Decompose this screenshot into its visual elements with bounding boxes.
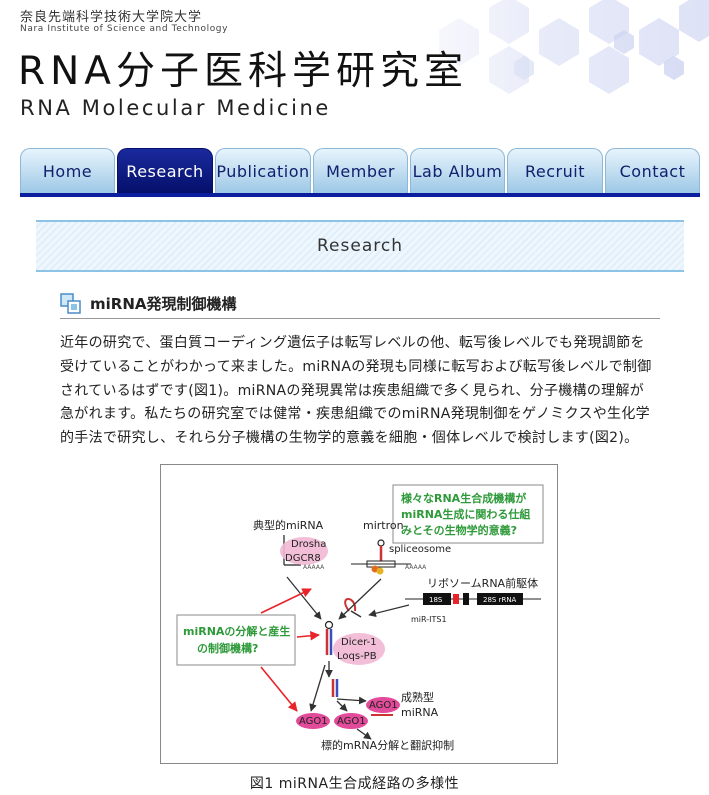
arrow-to-target: [356, 728, 372, 740]
university-name-en: Nara Institute of Science and Technology: [20, 24, 229, 34]
rrna-58s-block: [463, 593, 469, 605]
nav-tab-label: Lab Album: [412, 162, 503, 181]
site-header: 奈良先端科学技術大学院大学 Nara Institute of Science …: [0, 0, 709, 140]
arrow-to-ago-right: [336, 696, 367, 705]
label-aaaaa-1: AAAAA: [303, 564, 325, 571]
section-title: miRNA発現制御機構: [90, 295, 237, 313]
question-box-top: [392, 484, 544, 544]
nav-tab-label: Recruit: [525, 162, 585, 181]
paragraph-line: 急がれます。私たちの研究室では健常・疾患組織でのmiRNA発現制御をゲノミクスや…: [60, 406, 650, 423]
label-canonical-mirna: 典型的miRNA: [253, 518, 324, 532]
dicer-blob: [333, 633, 385, 665]
page-banner: Research: [36, 220, 684, 272]
nav-tab-label: Contact: [619, 162, 686, 181]
red-arrow-mid: [296, 631, 320, 641]
lab-name-jp: RNA分子医科学研究室: [18, 49, 468, 94]
label-dgcr8: DGCR8: [285, 553, 321, 564]
its1-loop: [344, 598, 357, 612]
arrow-mirtron-to-pre: [338, 578, 382, 620]
nav-tab-publication[interactable]: Publication: [215, 148, 311, 193]
pre-mirna-loop: [324, 620, 334, 630]
nav-tab-home[interactable]: Home: [20, 148, 115, 193]
question-box-top-line3: みとその生物学的意義?: [401, 523, 517, 537]
page-title: Research: [317, 236, 403, 256]
section-divider: [60, 318, 660, 319]
its1-loop-tail: [350, 610, 362, 618]
question-box-left-line2: の制御機構?: [197, 641, 258, 655]
nav-underline: [20, 193, 700, 197]
mirna-pathway-diagram: 様々なRNA生合成機構が miRNA生成に関わる仕組 みとその生物学的意義? 典…: [176, 484, 544, 752]
paragraph-line: 的手法で研究し、それら分子機構の生物学的意義を細胞・個体レベルで検討します(図2…: [60, 430, 639, 447]
nav-tab-research[interactable]: Research: [117, 148, 213, 193]
rrna-18s-block: [423, 593, 451, 605]
figure-caption: 図1 miRNA生合成経路の多様性: [249, 776, 460, 792]
nav-tab-lab-album[interactable]: Lab Album: [410, 148, 505, 193]
arrow-to-ago-left: [309, 664, 326, 712]
label-ago1-center: AGO1: [337, 716, 366, 727]
main-nav: Home Research Publication Member Lab Alb…: [20, 148, 700, 197]
label-dicer: Dicer-1: [341, 637, 377, 648]
nav-tab-label: Publication: [216, 162, 310, 181]
figure-mirna-biogenesis: 様々なRNA生合成機構が miRNA生成に関わる仕組 みとその生物学的意義? 典…: [160, 464, 558, 764]
label-rrna-precursor: リボソームRNA前駆体: [427, 576, 538, 590]
label-spliceosome: spliceosome: [389, 544, 451, 555]
paragraph-line: 近年の研究で、蛋白質コーディング遺伝子は転写レベルの他、転写後レベルでも発現調節…: [60, 335, 645, 351]
lab-name-en: RNA Molecular Medicine: [20, 96, 331, 120]
rrna-28s-block: [477, 593, 523, 605]
label-ago1-right: AGO1: [369, 700, 398, 711]
spliceosome-dot-2: [376, 567, 384, 575]
question-box-left: [176, 614, 296, 666]
label-aaaaa-2: AAAAA: [405, 564, 427, 571]
mirtron-loop: [377, 539, 385, 547]
red-arrow-down: [260, 666, 298, 712]
nav-tab-recruit[interactable]: Recruit: [507, 148, 603, 193]
drosha-blob: [280, 537, 328, 565]
label-mirtron: mirtron: [363, 519, 404, 532]
section-squares-icon: [60, 293, 81, 314]
label-mir-its1: miR-ITS1: [411, 615, 447, 624]
header-decoration: [379, 0, 709, 95]
label-drosha: Drosha: [291, 539, 326, 550]
arrow-to-ago-center: [336, 700, 348, 712]
label-mature-2: miRNA: [401, 706, 439, 719]
label-loqs: Loqs-PB: [337, 651, 377, 662]
nav-tab-contact[interactable]: Contact: [605, 148, 700, 193]
nav-tab-label: Research: [126, 162, 204, 181]
arrow-canonical-to-pre: [286, 576, 322, 620]
nav-tab-label: Home: [42, 162, 93, 181]
label-ago1-left: AGO1: [299, 716, 328, 727]
label-mature-1: 成熟型: [401, 690, 434, 704]
ago1-blob-center: [334, 713, 368, 729]
nav-tab-member[interactable]: Member: [313, 148, 408, 193]
nav-tab-label: Member: [326, 162, 395, 181]
question-box-top-line1: 様々なRNA生合成機構が: [401, 491, 526, 505]
arrow-rrna-to-loop: [368, 604, 410, 618]
label-18s: 18S: [429, 596, 443, 604]
paragraph-line: 受けていることがわかって来ました。miRNAの発現も同様に転写および転写後レベル…: [60, 358, 652, 375]
question-box-left-line1: miRNAの分解と産生: [183, 624, 290, 638]
label-28s: 28S rRNA: [483, 596, 517, 604]
university-name-jp: 奈良先端科学技術大学院大学: [20, 10, 203, 25]
ago1-blob-left: [296, 713, 330, 729]
red-arrow-up: [260, 588, 312, 614]
paragraph-line: されているはずです(図1)。miRNAの発現異常は疾患組織で多く見られ、分子機構…: [60, 382, 645, 399]
label-target: 標的mRNA分解と翻訳抑制: [321, 738, 454, 752]
question-box-top-line2: miRNA生成に関わる仕組: [401, 507, 530, 521]
ago1-blob-right: [366, 697, 400, 713]
research-description: 近年の研究で、蛋白質コーディング遺伝子は転写レベルの他、転写後レベルでも発現調節…: [60, 332, 665, 451]
its1-segment: [453, 594, 459, 604]
